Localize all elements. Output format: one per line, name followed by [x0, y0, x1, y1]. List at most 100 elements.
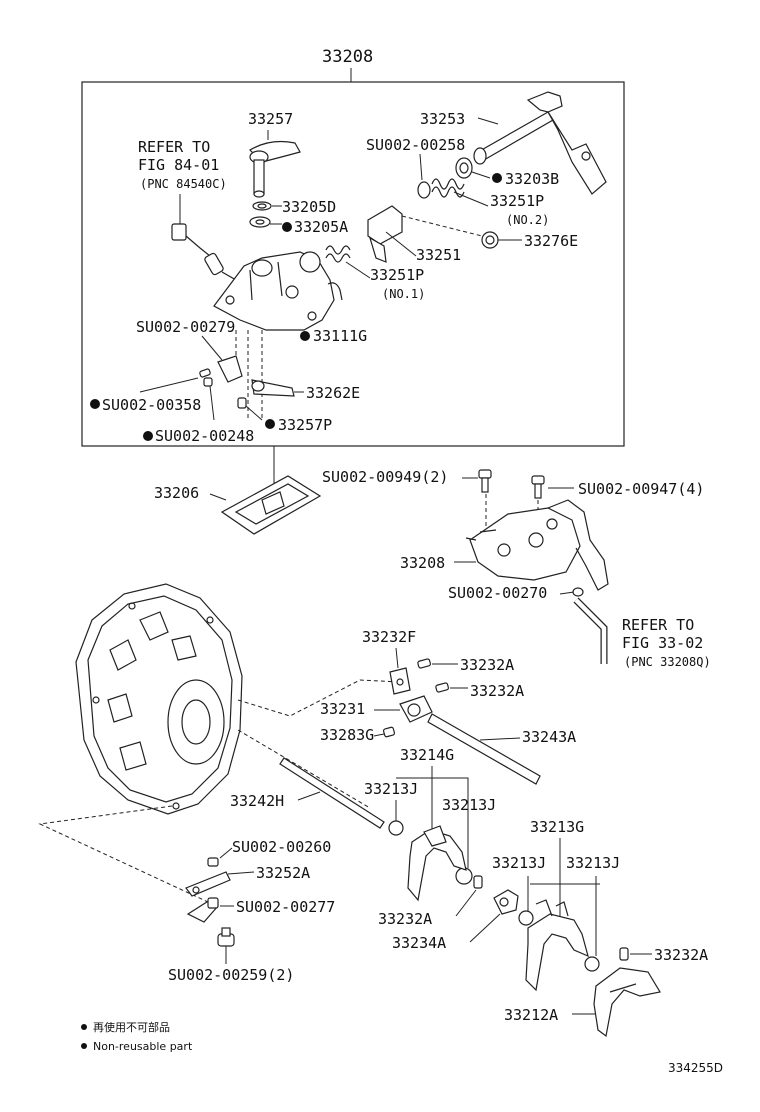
svg-text:Non-reusable part: Non-reusable part — [93, 1040, 193, 1053]
svg-text:33242H: 33242H — [230, 792, 284, 810]
bolt-su002-00947 — [531, 475, 574, 499]
part-33232A-c: 33232A — [378, 875, 483, 928]
svg-text:33262E: 33262E — [306, 384, 360, 402]
svg-text:SU002-00248: SU002-00248 — [155, 427, 254, 445]
pad-33213J-4 — [584, 956, 600, 972]
part-33232F: 33232F — [362, 628, 416, 695]
label-33213J-2: 33213J — [442, 796, 496, 814]
reference-fig-84-01: REFER TO FIG 84-01 (PNC 84540C) — [138, 138, 227, 191]
part-su002-00260: SU002-00260 — [207, 838, 331, 867]
part-33203B: 33203B — [455, 157, 559, 188]
svg-text:33232F: 33232F — [362, 628, 416, 646]
svg-text:33251: 33251 — [416, 246, 461, 264]
label-33213J-3: 33213J — [492, 854, 546, 872]
label-su002-00949: SU002-00949(2) — [322, 468, 448, 486]
label-su002-00947: SU002-00947(4) — [578, 480, 704, 498]
part-33205D: 33205D — [252, 198, 336, 216]
svg-text:FIG 33-02: FIG 33-02 — [622, 634, 703, 652]
pad-33213J-2 — [455, 867, 473, 885]
svg-text:33251P: 33251P — [490, 192, 544, 210]
part-su002-00358: SU002-00358 — [90, 368, 211, 414]
svg-text:33257P: 33257P — [278, 416, 332, 434]
part-33232A-b: 33232A — [435, 682, 524, 700]
svg-text:(NO.1): (NO.1) — [382, 287, 425, 301]
shift-fork-33212A: 33212A — [504, 967, 661, 1038]
part-33251P-no1: 33251P (NO.1) — [325, 245, 425, 301]
svg-text:33203B: 33203B — [505, 170, 559, 188]
part-33242H: 33242H — [230, 757, 385, 829]
part-33206: 33206 — [154, 475, 322, 535]
hose — [573, 597, 608, 664]
label-33208-right: 33208 — [400, 554, 445, 572]
svg-text:FIG 84-01: FIG 84-01 — [138, 156, 219, 174]
svg-text:33234A: 33234A — [392, 934, 446, 952]
label-su002-00270: SU002-00270 — [448, 584, 547, 602]
svg-text:(NO.2): (NO.2) — [506, 213, 549, 227]
svg-text:33257: 33257 — [248, 110, 293, 128]
part-33253: 33253 — [420, 91, 607, 195]
svg-text:REFER TO: REFER TO — [622, 616, 694, 634]
svg-text:REFER TO: REFER TO — [138, 138, 210, 156]
shift-housing-assembly — [465, 499, 609, 591]
svg-text:33212A: 33212A — [504, 1006, 558, 1024]
part-33251P-no2: 33251P (NO.2) — [431, 178, 549, 227]
bolt-su002-00259: SU002-00259(2) — [168, 927, 294, 984]
svg-text:SU002-00259(2): SU002-00259(2) — [168, 966, 294, 984]
reference-fig-33-02: REFER TO FIG 33-02 (PNC 33208Q) — [622, 616, 711, 669]
part-33231: 33231 — [320, 695, 433, 723]
svg-text:33232A: 33232A — [654, 946, 708, 964]
svg-text:SU002-00260: SU002-00260 — [232, 838, 331, 856]
shift-fork-33214G — [407, 825, 467, 902]
part-33257P: 33257P — [237, 397, 332, 434]
label-33213J-4: 33213J — [566, 854, 620, 872]
assembly-frame — [81, 81, 625, 447]
sensor-connector — [171, 194, 237, 281]
part-33205A: 33205A — [249, 216, 348, 236]
label-33213J-1: 33213J — [364, 780, 418, 798]
svg-text:33252A: 33252A — [256, 864, 310, 882]
part-su002-00277: SU002-00277 — [186, 897, 335, 923]
shift-housing — [213, 251, 343, 331]
part-33111G: 33111G — [300, 327, 367, 345]
svg-text:33232A: 33232A — [470, 682, 524, 700]
legend: 再使用不可部品 Non-reusable part — [81, 1020, 193, 1053]
shift-fork-33213G — [525, 899, 589, 992]
label-su002-00258: SU002-00258 — [366, 136, 465, 154]
label-su002-00279: SU002-00279 — [136, 318, 235, 336]
pad-33213J-3 — [518, 910, 534, 926]
part-33257: 33257 — [248, 110, 301, 198]
label-33213G: 33213G — [530, 818, 584, 836]
svg-text:33276E: 33276E — [524, 232, 578, 250]
part-33232A-a: 33232A — [417, 656, 514, 674]
svg-text:再使用不可部品: 再使用不可部品 — [93, 1020, 170, 1034]
part-33234A: 33234A — [392, 889, 519, 952]
svg-text:(PNC 33208Q): (PNC 33208Q) — [624, 655, 711, 669]
svg-text:33205D: 33205D — [282, 198, 336, 216]
part-33251: 33251 — [367, 205, 461, 264]
part-33243A: 33243A — [427, 713, 576, 785]
svg-text:33232A: 33232A — [378, 910, 432, 928]
part-33283G: 33283G — [320, 726, 396, 744]
part-33232A-d: 33232A — [619, 946, 708, 964]
part-33276E: 33276E — [481, 231, 578, 250]
svg-text:33206: 33206 — [154, 484, 199, 502]
label-33214G: 33214G — [400, 746, 454, 764]
svg-text:33205A: 33205A — [294, 218, 348, 236]
transmission-case — [75, 583, 243, 815]
svg-text:SU002-00358: SU002-00358 — [102, 396, 201, 414]
bracket-su002-00279 — [217, 355, 243, 383]
part-33262E: 33262E — [251, 379, 360, 402]
svg-text:SU002-00277: SU002-00277 — [236, 898, 335, 916]
part-33252A: 33252A — [185, 864, 310, 897]
svg-text:33111G: 33111G — [313, 327, 367, 345]
clip-su002-00270 — [572, 587, 584, 597]
svg-text:33231: 33231 — [320, 700, 365, 718]
assembly-number: 33208 — [322, 47, 373, 67]
svg-text:33232A: 33232A — [460, 656, 514, 674]
bolt-su002-00949 — [462, 469, 492, 493]
part-su002-00248: SU002-00248 — [143, 377, 254, 445]
svg-text:33253: 33253 — [420, 110, 465, 128]
svg-text:33251P: 33251P — [370, 266, 424, 284]
svg-text:33283G: 33283G — [320, 726, 374, 744]
